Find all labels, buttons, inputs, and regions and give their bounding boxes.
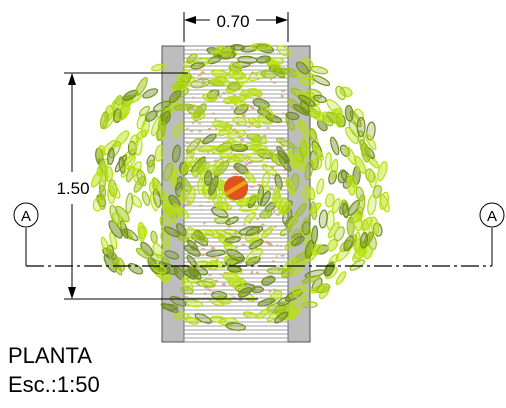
section-marker-left-label: A xyxy=(21,208,31,225)
width-dimension-label: 0.70 xyxy=(216,12,249,31)
section-marker-right-label: A xyxy=(487,208,497,225)
section-marker-right xyxy=(479,202,505,228)
drawing-scale: Esc.:1:50 xyxy=(8,372,100,397)
section-marker-left xyxy=(13,202,39,228)
drawing-title: PLANTA xyxy=(8,343,92,368)
tree-canopy xyxy=(90,42,390,331)
height-dimension: 1.50 xyxy=(56,72,258,300)
width-dimension: 0.70 xyxy=(183,12,289,42)
tree-trunk xyxy=(224,176,248,200)
height-dimension-label: 1.50 xyxy=(56,179,89,198)
section-line: A A xyxy=(13,202,505,267)
